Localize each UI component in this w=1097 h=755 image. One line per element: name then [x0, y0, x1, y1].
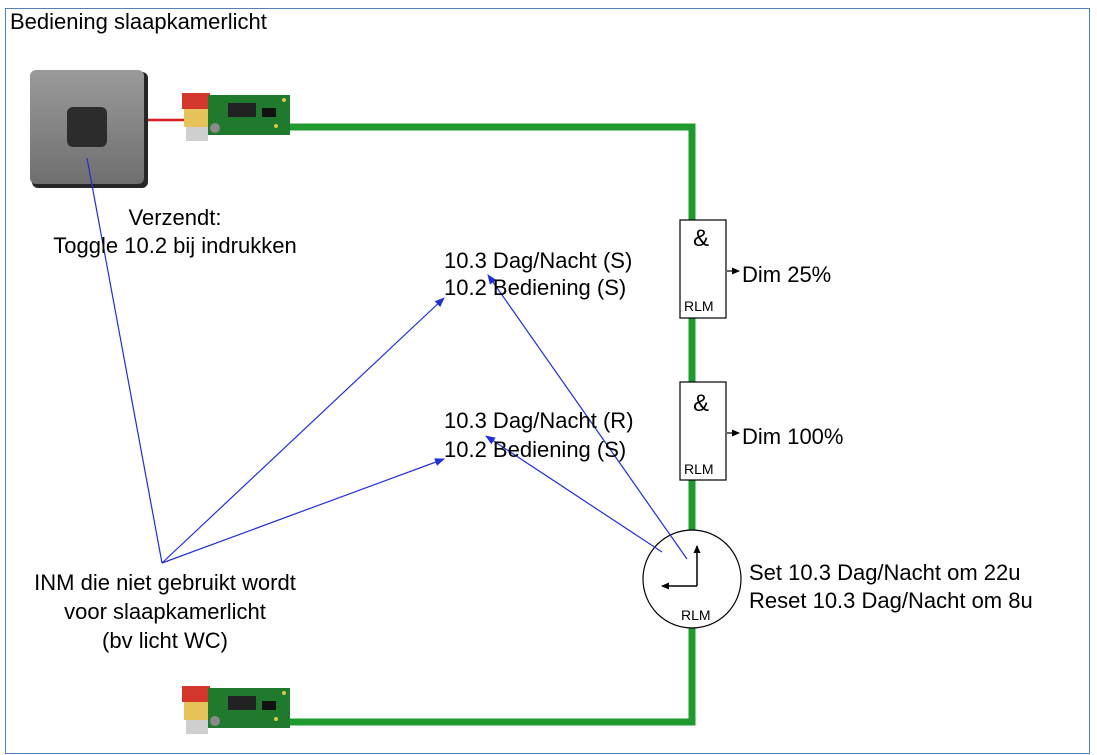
diagram-title: Bediening slaapkamerlicht [10, 9, 267, 34]
gate-1-label: RLM [684, 298, 714, 314]
bus-module-bottom [182, 686, 290, 734]
switch-caption-line2: Toggle 10.2 bij indrukken [53, 233, 297, 258]
switch-caption-line1: Verzendt: [128, 205, 222, 230]
gate-1-output: Dim 25% [742, 262, 832, 287]
diagram-frame [5, 8, 1090, 754]
and-gate-1 [679, 219, 727, 319]
clock-text-line1: Set 10.3 Dag/Nacht om 22u [749, 560, 1021, 585]
bus-module-top [182, 93, 290, 141]
gate-2-label: RLM [684, 461, 714, 477]
push-button-switch [30, 70, 148, 188]
clock-text-line2: Reset 10.3 Dag/Nacht om 8u [749, 588, 1033, 613]
gate-2-input-1: 10.3 Dag/Nacht (R) [444, 408, 634, 433]
signal-arrows [86, 157, 688, 564]
inm-line3: (bv licht WC) [102, 628, 228, 653]
inm-line2: voor slaapkamerlicht [64, 599, 266, 624]
clock-circle [642, 529, 742, 629]
gate-2-input-2: 10.2 Bediening (S) [444, 437, 627, 462]
gate-1-input-2: 10.2 Bediening (S) [444, 275, 627, 300]
gate-1-input-1: 10.3 Dag/Nacht (S) [444, 248, 633, 273]
and-gate-2 [679, 381, 727, 481]
gate-2-symbol: & [693, 390, 710, 417]
inm-line1: INM die niet gebruikt wordt [34, 570, 296, 595]
gate-1-symbol: & [693, 225, 710, 252]
clock-label: RLM [681, 607, 711, 623]
gate-2-output: Dim 100% [742, 424, 844, 449]
